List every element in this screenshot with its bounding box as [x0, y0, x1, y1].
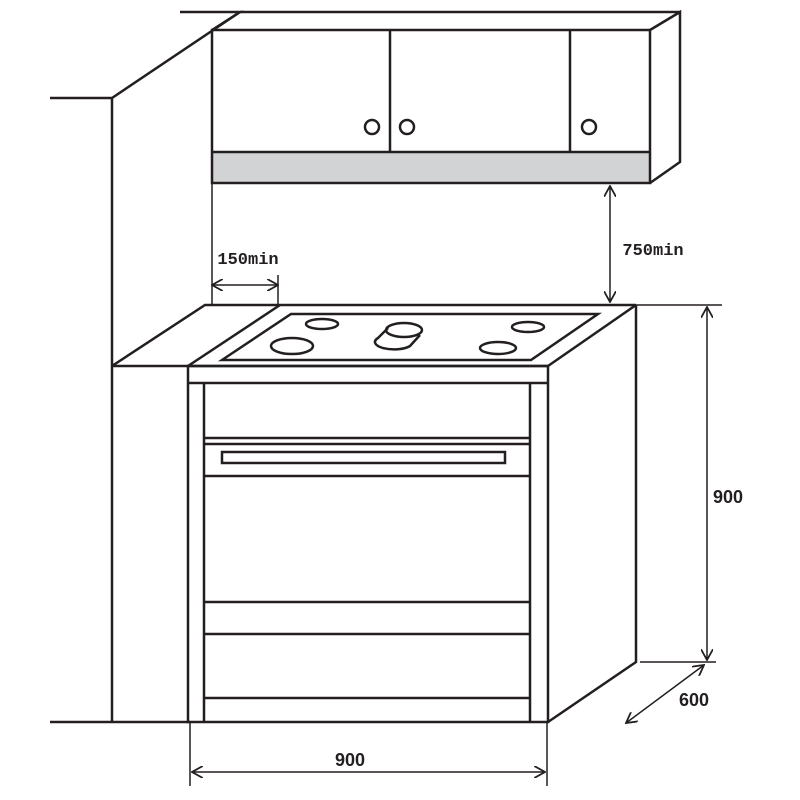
cabinet-strip — [212, 152, 650, 183]
burner-icon — [304, 317, 340, 331]
range-cooker — [186, 305, 638, 724]
burner-icon — [510, 320, 546, 334]
burner-icon — [478, 340, 518, 356]
cooktop — [217, 312, 603, 362]
depth-label: 600 — [679, 690, 709, 710]
cabinet-clearance-label: 750min — [622, 242, 683, 261]
oven-handle — [220, 450, 507, 465]
knob-icon — [580, 118, 598, 136]
dimension-depth: 600 — [626, 665, 709, 723]
knob-icon — [363, 118, 381, 136]
width-label: 900 — [335, 750, 365, 770]
dimension-side-clearance: 150min — [212, 183, 279, 305]
knob-icon — [398, 118, 416, 136]
dimension-height: 900 — [636, 304, 743, 663]
wok-burner-icon — [373, 321, 424, 351]
dimension-width: 900 — [189, 722, 548, 786]
dimension-cabinet-clearance: 750min — [610, 186, 684, 302]
wall — [50, 10, 245, 724]
wall-cabinet — [210, 9, 682, 185]
height-label: 900 — [713, 487, 743, 507]
side-clearance-label: 150min — [217, 251, 278, 270]
burner-icon — [269, 336, 315, 356]
